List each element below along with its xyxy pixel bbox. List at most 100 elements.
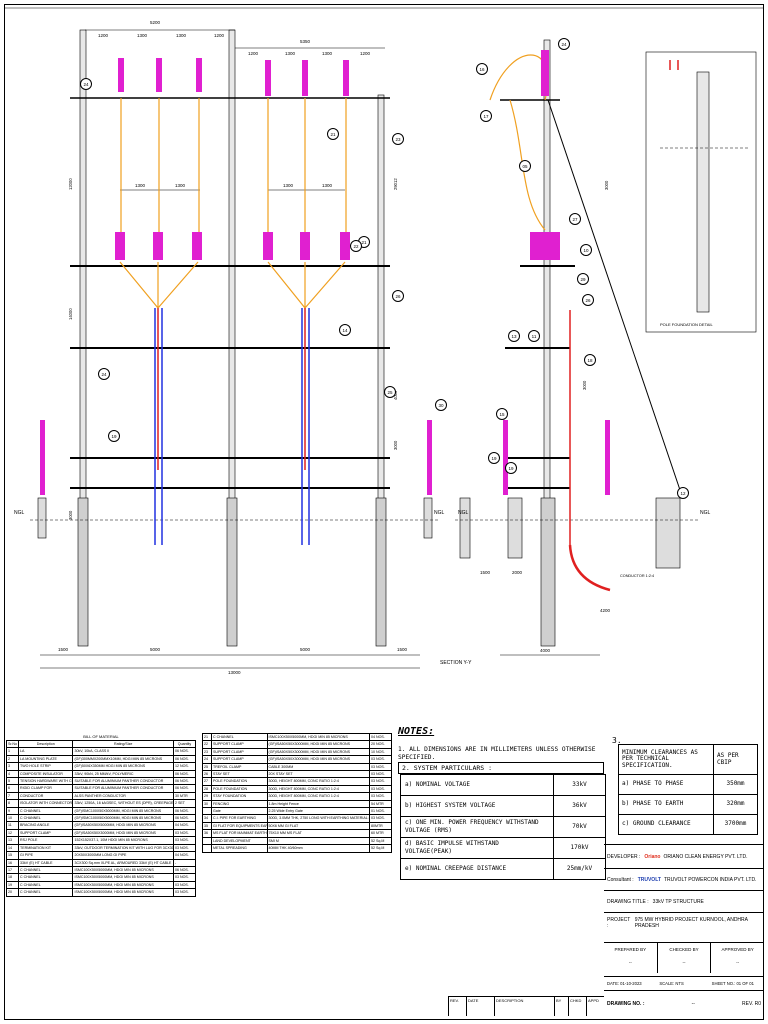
table-cell: 13 bbox=[6, 836, 19, 845]
ngl-label: NGL bbox=[700, 510, 711, 516]
notes-heading: NOTES: bbox=[398, 726, 435, 737]
table-cell: 03 NOS. bbox=[173, 828, 196, 838]
project-name: 975 MW HYBRID PROJECT KURNOOL, ANDHRA PR… bbox=[634, 916, 748, 929]
drawing-title: 33kV TP STRUCTURE bbox=[652, 898, 704, 905]
note-2-text: SYSTEM PARTICULARS : bbox=[413, 764, 493, 772]
table-cell: LAND DEVELOPMENT bbox=[211, 836, 268, 846]
dim-top-right-total: 5350 bbox=[300, 39, 311, 44]
revision-label: REV. R0 bbox=[742, 1000, 761, 1007]
table-cell: 33kV, 90kN, 25 MM/kV, POLYMERIC bbox=[72, 769, 174, 779]
table-cell: METAL SPREADING bbox=[211, 844, 268, 853]
table-cell: 52 Sq.M bbox=[369, 844, 392, 853]
callout-bubble: 24 bbox=[558, 38, 570, 50]
table-cell: 03 NOS. bbox=[369, 762, 392, 772]
note-1-text: ALL DIMENSIONS ARE IN MILLIMETERS UNLESS… bbox=[398, 746, 596, 761]
developer-name: ORIANO CLEAN ENERGY PVT. LTD. bbox=[663, 853, 748, 860]
table-cell: ISMC100X50X5000MM, HDGI MIN 85 MICRONS bbox=[72, 880, 174, 890]
ngl-label: NGL bbox=[14, 510, 25, 516]
dim-vertical-right: 3000 bbox=[393, 440, 398, 450]
table-cell: 33kV, 1250A, 16 kA/3SEC, WITHOUT ES (DPR… bbox=[72, 799, 174, 808]
table-cell: 3CX300 Sq.mm XLPE AL, ARMOURED 33kV (E) … bbox=[72, 858, 174, 867]
table-cell: C CHANNEL bbox=[17, 806, 74, 816]
table-cell: 10 NOS. bbox=[369, 747, 392, 757]
dim-top-right-span: 1200 bbox=[248, 51, 259, 56]
callout-bubble: 26 bbox=[582, 294, 594, 306]
revision-header-cell: DESCRIPTION bbox=[494, 997, 554, 1016]
dim-vertical-left: 14000 bbox=[68, 308, 73, 320]
table-cell: 300D, 3.0MM THK, 2750 LONG WITH EARTHING… bbox=[266, 814, 370, 823]
table-cell: 04 NOS. bbox=[369, 732, 392, 742]
table-cell: 52 Sq.M bbox=[369, 836, 392, 846]
table-cell: TENSION HARDWARE WITH CHANNEL & FASTENER… bbox=[17, 777, 74, 786]
dim-top-right-span: 1300 bbox=[285, 51, 296, 56]
table-cell: 152X152X37.1, 10M HDGI MIN 85 MICRONS bbox=[72, 836, 174, 845]
table-cell: (GF)ISA50X50X3000MM, HDGI MIN 85 MICRONS bbox=[266, 755, 370, 764]
table-cell: 20X STAY SET bbox=[266, 770, 370, 779]
callout-bubble: 05 bbox=[519, 160, 531, 172]
dim-inner-span-left: 1300 bbox=[135, 183, 146, 188]
table-cell: SMI M bbox=[266, 836, 370, 846]
table-cell: 7 bbox=[6, 791, 19, 801]
table-row: d) BASIC IMPULSE WITHSTAND VOLTAGE(PEAK)… bbox=[400, 837, 606, 859]
table-cell: CABLE 300MM bbox=[266, 762, 370, 772]
table-cell: 03 NOS. bbox=[173, 888, 196, 897]
table-cell: C CHANNEL bbox=[211, 732, 268, 742]
sheet-value: SHEET NO.: 01 OF 01 bbox=[711, 981, 754, 986]
callout-bubble: 15 bbox=[496, 408, 508, 420]
callout-bubble: 19 bbox=[488, 452, 500, 464]
table-cell: b) HIGHEST SYSTEM VOLTAGE bbox=[400, 795, 554, 817]
callout-bubble: 23 bbox=[392, 133, 404, 145]
table-cell: (GF)ISA50X50X3000MM, HDGI MIN 85 MICRONS bbox=[266, 747, 370, 757]
dim-section-bottom: 4000 bbox=[540, 648, 551, 653]
table-cell: 15 bbox=[6, 851, 19, 860]
table-cell: 25 bbox=[202, 762, 212, 772]
table-cell: 54 MTR bbox=[369, 799, 392, 809]
revision-header-cell: REV. bbox=[448, 997, 466, 1016]
table-cell: 23 bbox=[202, 747, 212, 757]
table-cell: RSJ POLE bbox=[17, 836, 74, 845]
table-cell: 1.8m Height Fence bbox=[266, 799, 370, 809]
table-cell: C.I. PIPE FOR EARTHING bbox=[211, 814, 268, 823]
table-cell: 36kV bbox=[553, 795, 606, 817]
table-cell: 11 bbox=[6, 821, 19, 830]
table-cell: b) PHASE TO EARTH bbox=[618, 794, 714, 815]
table-cell: MS FLAT FOR MAINMAT EARTHING MAT bbox=[211, 829, 268, 838]
table-cell: (GF)ISMC100X50X5000MM, HDGI MIN 85 MICRO… bbox=[72, 806, 174, 816]
table-cell: 03 NOS. bbox=[369, 777, 392, 786]
table-cell: 03 NOS. bbox=[369, 770, 392, 779]
table-cell: 10 bbox=[6, 814, 19, 823]
bom-header-cell: Rating/Size bbox=[72, 739, 174, 749]
table-cell: a) NOMINAL VOLTAGE bbox=[400, 774, 554, 796]
table-cell bbox=[202, 844, 212, 853]
table-cell: STAY FOUNDATION bbox=[211, 792, 268, 801]
dim-top-left-span: 1200 bbox=[214, 33, 225, 38]
table-cell: 03 NOS. bbox=[369, 784, 392, 794]
table-cell: 33kV, OUTDOOR TERMINATION KIT WITH LUG F… bbox=[72, 843, 174, 853]
consultant-brand: TRUVOLT bbox=[637, 876, 661, 883]
conductor-label: CONDUCTOR 1:2:4 bbox=[620, 574, 655, 578]
elevation-drawing bbox=[4, 7, 764, 669]
dim-section-side: 4200 bbox=[600, 608, 611, 613]
callout-bubble: 24 bbox=[80, 78, 92, 90]
table-cell: 70kV bbox=[553, 816, 606, 838]
table-cell: 03 NOS. bbox=[369, 814, 392, 823]
consultant-label: Consultant : bbox=[607, 876, 634, 883]
table-cell: LA MOUNTING PLATE bbox=[17, 754, 74, 764]
table-cell: 06 NOS. bbox=[173, 784, 196, 793]
table-cell: 29 bbox=[202, 792, 212, 801]
table-cell: 06 NOS. bbox=[173, 754, 196, 764]
table-cell: 35 bbox=[202, 821, 212, 831]
